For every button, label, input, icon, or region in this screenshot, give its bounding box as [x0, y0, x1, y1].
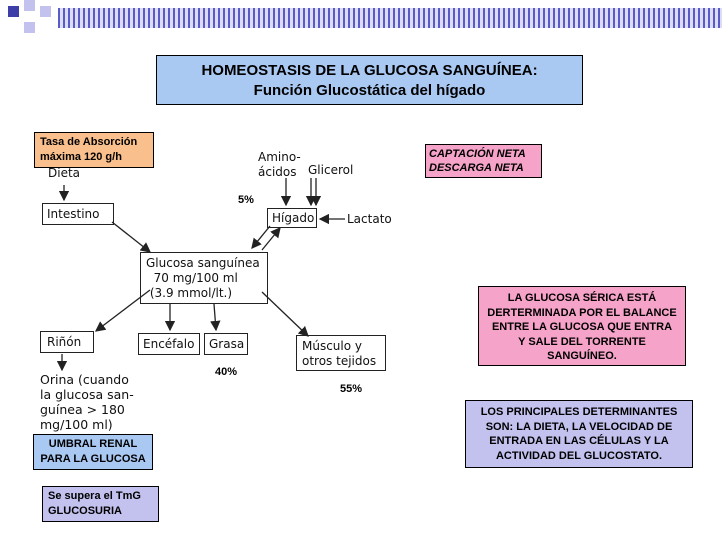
glucosa-serica-line-5: SANGUÍNEO. [547, 350, 617, 362]
rinon-label: Riñón [47, 335, 82, 349]
grasa-box: Grasa [204, 333, 248, 355]
tmg-box: Se supera el TmG GLUCOSURIA [42, 486, 159, 522]
glucosa-sanguinea-box: Glucosa sanguínea 70 mg/100 ml (3.9 mmol… [140, 252, 268, 304]
tasa-line-1: Tasa de Absorción [40, 136, 138, 148]
umbral-line-1: UMBRAL RENAL [48, 438, 138, 450]
title-line-1: HOMEOSTASIS DE LA GLUCOSA SANGUÍNEA: [201, 62, 538, 79]
dieta-label: Dieta [48, 166, 81, 180]
header-stripe-bar [58, 8, 722, 28]
header-square-1 [8, 6, 19, 17]
glucosa-serica-line-3: ENTRE LA GLUCOSA QUE ENTRA [491, 321, 673, 333]
header-square-3 [40, 6, 51, 17]
umbral-line-2: PARA LA GLUCOSA [40, 453, 146, 465]
lactato-label: Lactato [347, 212, 392, 226]
captacion-box: CAPTACIÓN NETA DESCARGA NETA [425, 144, 542, 178]
pct-grasa-encefalo: 40% [215, 366, 238, 378]
glucosa-serica-box: LA GLUCOSA SÉRICA ESTÁ DERTERMINADA POR … [478, 286, 686, 366]
aminoacidos-label: Amino- ácidos [258, 150, 301, 179]
glicerol-label: Glicerol [308, 163, 354, 177]
glucosa-sanguinea-label: Glucosa sanguínea 70 mg/100 ml (3.9 mmol… [146, 256, 260, 300]
tasa-line-2: máxima 120 g/h [40, 151, 122, 163]
glucosa-serica-line-1: LA GLUCOSA SÉRICA ESTÁ [507, 292, 657, 304]
intestino-box: Intestino [42, 203, 114, 225]
title-line-2: Función Glucostática del hígado [253, 82, 486, 99]
umbral-renal-box: UMBRAL RENAL PARA LA GLUCOSA [33, 434, 153, 470]
encefalo-label: Encéfalo [143, 337, 195, 351]
grasa-label: Grasa [209, 337, 245, 351]
glucosa-serica-line-4: Y SALE DEL TORRENTE [518, 335, 646, 348]
musculo-label: Músculo y otros tejidos [302, 339, 377, 368]
header-square-4 [24, 22, 35, 33]
captacion-line-2: DESCARGA NETA [429, 162, 524, 174]
determinantes-line-1: LOS PRINCIPALES DETERMINANTES [480, 406, 678, 418]
title-box: HOMEOSTASIS DE LA GLUCOSA SANGUÍNEA: Fun… [156, 55, 583, 105]
tmg-line-1: Se supera el TmG [48, 490, 141, 502]
tasa-absorcion-box: Tasa de Absorción máxima 120 g/h [34, 132, 154, 168]
pct-higado: 5% [238, 194, 254, 206]
glucosa-serica-line-2: DERTERMINADA POR EL BALANCE [487, 306, 677, 319]
determinantes-box: LOS PRINCIPALES DETERMINANTES SON: LA DI… [465, 400, 693, 468]
intestino-label: Intestino [47, 207, 100, 221]
pct-musculo: 55% [340, 383, 363, 395]
higado-label: Hígado [272, 211, 315, 225]
rinon-box: Riñón [40, 331, 94, 353]
determinantes-line-3: ENTRADA EN LAS CÉLULAS Y LA [489, 435, 669, 447]
encefalo-box: Encéfalo [138, 333, 200, 355]
captacion-line-1: CAPTACIÓN NETA [429, 148, 526, 160]
tmg-line-2: GLUCOSURIA [48, 505, 122, 517]
determinantes-line-4: ACTIVIDAD DEL GLUCOSTATO. [495, 449, 663, 462]
header-square-2 [24, 0, 35, 11]
higado-box: Hígado [267, 208, 317, 228]
musculo-box: Músculo y otros tejidos [296, 335, 386, 371]
orina-label: Orina (cuando la glucosa san- guínea > 1… [40, 372, 134, 432]
determinantes-line-2: SON: LA DIETA, LA VELOCIDAD DE [485, 420, 673, 433]
